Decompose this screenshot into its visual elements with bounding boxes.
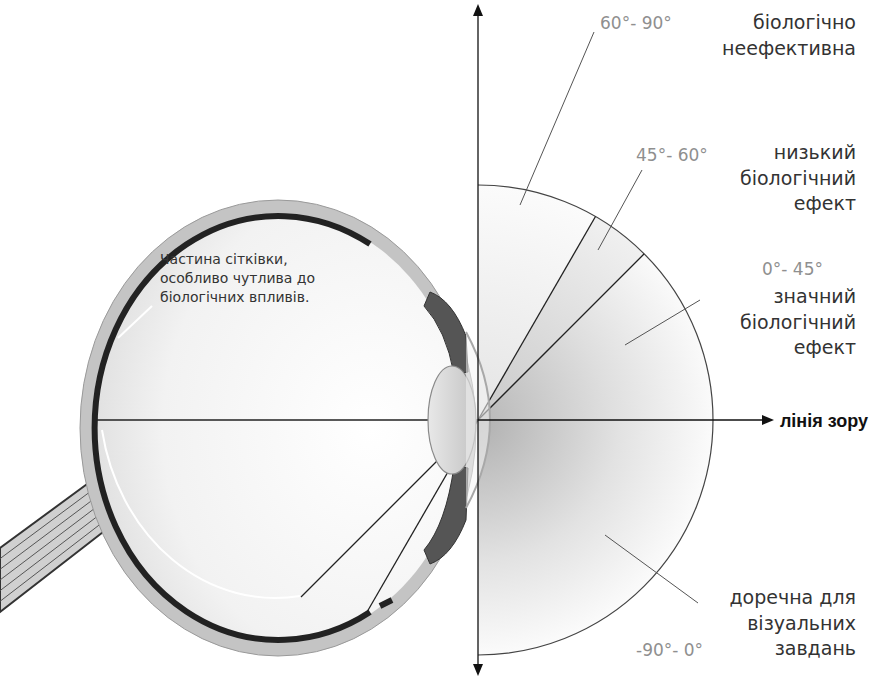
angle-range: 45°- 60° [636,144,708,167]
sclera [80,200,476,656]
zone-label: доречна для візуальних завдань [716,585,856,662]
ray-lines [96,420,478,612]
sensitive-retina [102,430,300,598]
retina [95,216,370,640]
axis-label: лінія зору [780,409,868,433]
retina-segment [380,600,392,606]
eye-front [424,292,490,564]
angle-range: -90°- 0° [636,639,703,662]
axis-arrows [473,4,774,676]
leader-lines [118,32,700,603]
angle-range: 60°- 90° [600,12,672,35]
zone-label: значний біологічний ефект [706,284,856,361]
zone-label: біологічно неефективна [706,10,856,61]
eye-interior [92,214,464,642]
zone-label: низький біологічний ефект [706,140,856,217]
retina-note: Частина сітківки, особливо чутлива до бі… [160,250,350,307]
angle-range: 0°- 45° [762,258,823,281]
